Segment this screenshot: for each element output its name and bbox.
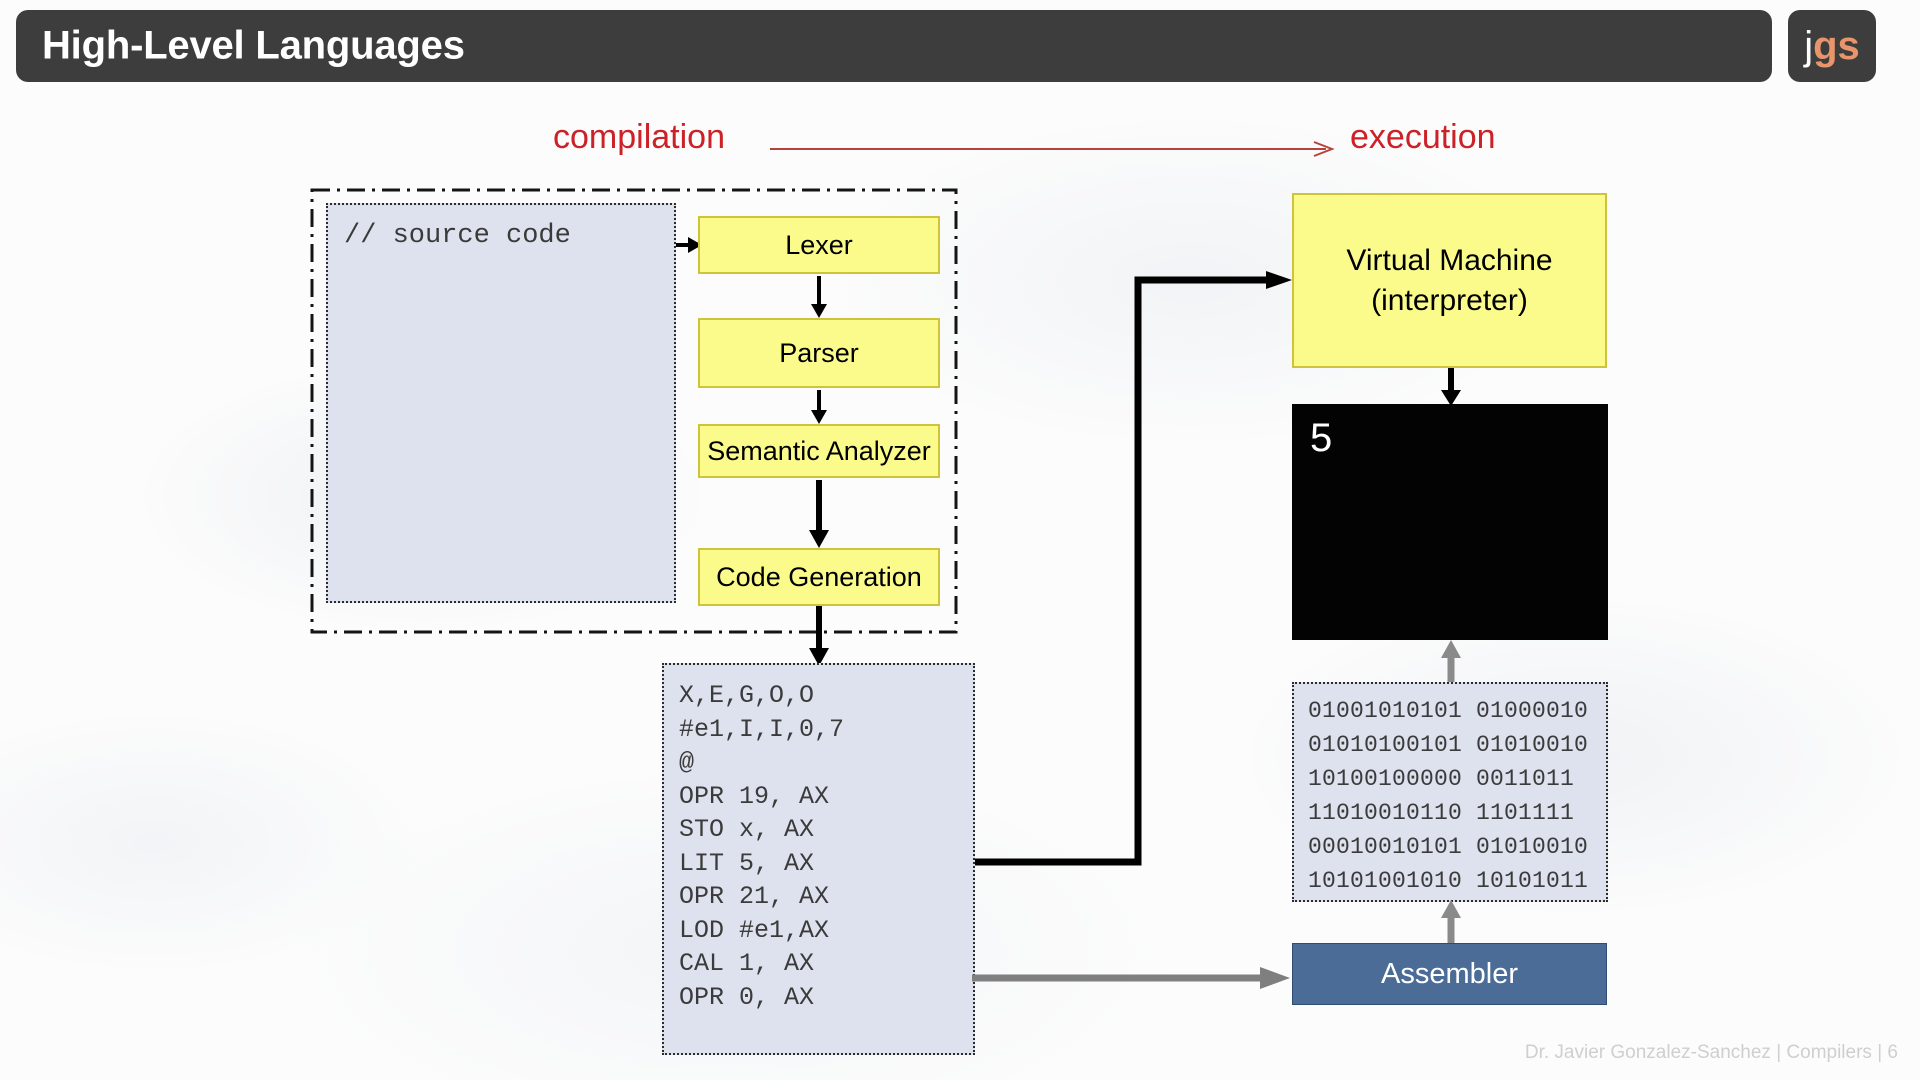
vm-label-line2: (interpreter) [1371,283,1528,317]
arrow-lexer-to-parser-icon [811,276,827,318]
arrow-semantic-to-codegen-icon [809,480,829,548]
stage-label-code-generation: Code Generation [716,561,922,592]
stage-box-code-generation[interactable]: Code Generation [698,548,940,606]
assembly-code-text: X,E,G,O,O #e1,I,I,0,7 @ OPR 19, AX STO x… [679,681,845,1012]
logo-letters-gs: gs [1813,23,1860,68]
source-code-panel: // source code [326,203,676,603]
source-code-text: // source code [344,221,571,251]
arrow-parser-to-semantic-icon [811,390,827,424]
assembler-box[interactable]: Assembler [1292,943,1607,1005]
compiler-group-boundary [310,188,958,634]
logo-letter-j: j [1804,23,1814,68]
assembly-code-panel: X,E,G,O,O #e1,I,I,0,7 @ OPR 19, AX STO x… [662,663,975,1055]
phase-label-compilation: compilation [553,118,725,156]
stage-label-parser: Parser [779,337,859,368]
machine-code-text: 01001010101 01000010 01010100101 0101001… [1308,698,1589,894]
stage-box-parser[interactable]: Parser [698,318,940,388]
slide-title-bar: High-Level Languages [16,10,1772,82]
terminal-output-value: 5 [1310,416,1333,460]
machine-code-panel: 01001010101 01000010 01010100101 0101001… [1292,682,1608,902]
arrow-assembly-to-assembler-icon [972,967,1290,989]
phase-transition-arrow-icon [770,141,1335,157]
arrow-assembler-to-binary-icon [1441,900,1461,946]
phase-label-execution: execution [1350,118,1496,156]
stage-box-lexer[interactable]: Lexer [698,216,940,274]
vm-label-line1: Virtual Machine [1346,243,1553,277]
stage-label-semantic-analyzer: Semantic Analyzer [707,435,931,466]
terminal-output-box: 5 [1292,404,1608,640]
slide-footer: Dr. Javier Gonzalez-Sanchez | Compilers … [1524,1042,1898,1063]
assembler-label: Assembler [1381,957,1518,990]
arrow-codegen-to-assembly-icon [809,606,829,666]
arrow-assembly-to-vm-icon [975,271,1292,866]
virtual-machine-box[interactable]: Virtual Machine (interpreter) [1292,193,1607,368]
stage-label-lexer: Lexer [785,229,853,260]
arrow-binary-to-terminal-icon [1441,640,1461,684]
stage-box-semantic-analyzer[interactable]: Semantic Analyzer [698,424,940,478]
page-title: High-Level Languages [42,23,465,68]
arrow-vm-to-terminal-icon [1441,368,1461,406]
arrow-source-to-lexer-icon [676,237,702,253]
